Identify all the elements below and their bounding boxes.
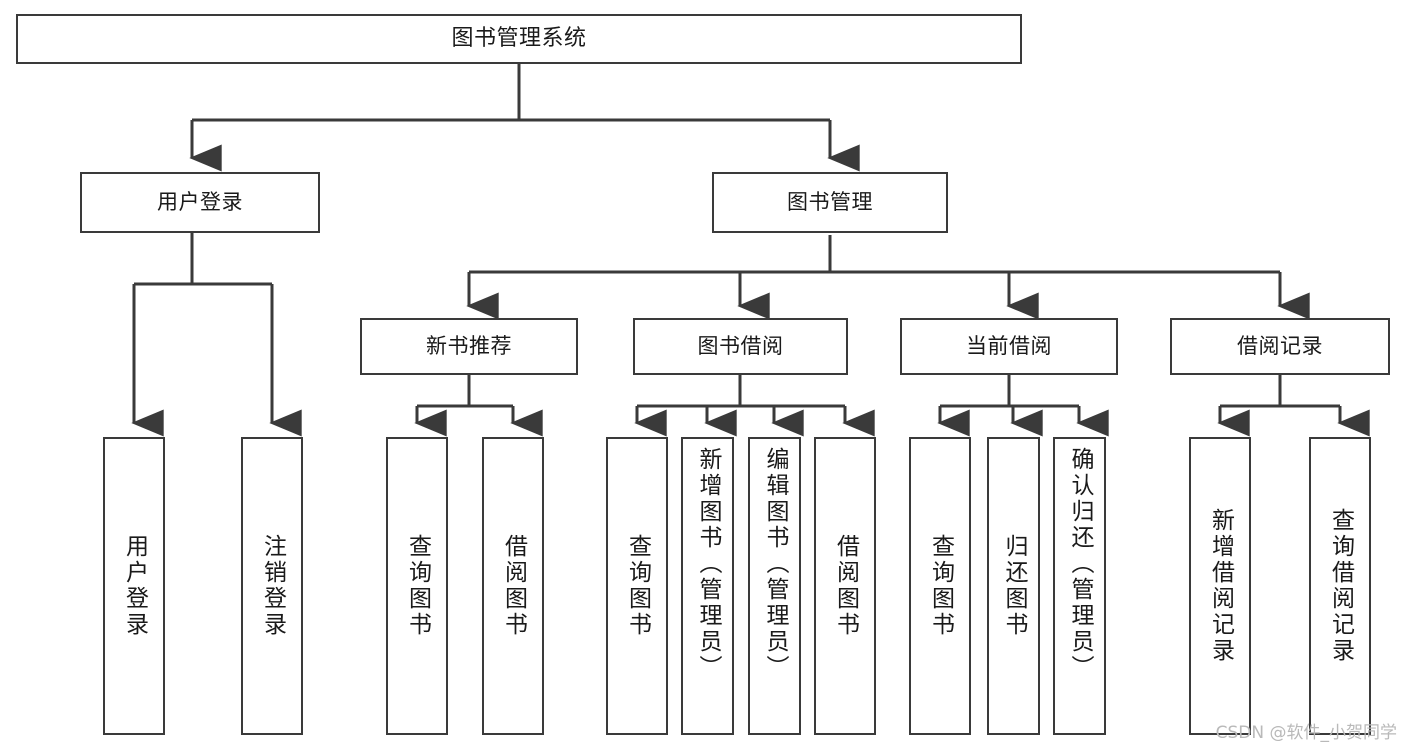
- node-user-login[interactable]: 用户登录: [80, 172, 320, 233]
- leaf-record-query-borrow-record[interactable]: 查询借阅记录: [1309, 437, 1371, 735]
- leaf-book-borrow-borrow-books[interactable]: 借阅图书: [814, 437, 876, 735]
- leaf-book-borrow-query-books[interactable]: 查询图书: [606, 437, 668, 735]
- leaf-current-borrow-confirm-return-admin[interactable]: 确认归还（管理员）: [1053, 437, 1106, 735]
- node-label: 图书管理: [787, 190, 873, 215]
- node-label: 查询图书: [404, 534, 431, 638]
- node-label: 注销登录: [259, 534, 286, 638]
- node-root-book-management-system[interactable]: 图书管理系统: [16, 14, 1022, 64]
- node-label: 新增图书（管理员）: [695, 447, 721, 681]
- node-label: 用户登录: [121, 534, 148, 638]
- leaf-user-login-login[interactable]: 用户登录: [103, 437, 165, 735]
- leaf-book-borrow-add-book-admin[interactable]: 新增图书（管理员）: [681, 437, 734, 735]
- node-book-management[interactable]: 图书管理: [712, 172, 948, 233]
- node-label: 归还图书: [1001, 534, 1027, 638]
- leaf-record-add-borrow-record[interactable]: 新增借阅记录: [1189, 437, 1251, 735]
- leaf-new-book-borrow-books[interactable]: 借阅图书: [482, 437, 544, 735]
- node-label: 图书借阅: [697, 334, 784, 359]
- node-label: 查询借阅记录: [1327, 508, 1354, 664]
- node-borrowing-record[interactable]: 借阅记录: [1170, 318, 1390, 375]
- node-label: 借阅记录: [1237, 334, 1323, 359]
- leaf-new-book-query-books[interactable]: 查询图书: [386, 437, 448, 735]
- leaf-current-borrow-return-books[interactable]: 归还图书: [987, 437, 1040, 735]
- node-label: 确认归还（管理员）: [1067, 447, 1093, 681]
- leaf-current-borrow-query-books[interactable]: 查询图书: [909, 437, 971, 735]
- node-label: 新书推荐: [426, 334, 512, 359]
- node-label: 借阅图书: [832, 534, 859, 638]
- node-book-borrowing[interactable]: 图书借阅: [633, 318, 848, 375]
- node-label: 新增借阅记录: [1207, 508, 1234, 664]
- node-label: 查询图书: [927, 534, 954, 638]
- leaf-user-login-logout[interactable]: 注销登录: [241, 437, 303, 735]
- node-current-borrowing[interactable]: 当前借阅: [900, 318, 1118, 375]
- node-label: 查询图书: [624, 534, 651, 638]
- node-label: 编辑图书（管理员）: [762, 447, 788, 681]
- leaf-book-borrow-edit-book-admin[interactable]: 编辑图书（管理员）: [748, 437, 801, 735]
- node-label: 用户登录: [157, 190, 243, 215]
- node-new-book-recommendation[interactable]: 新书推荐: [360, 318, 578, 375]
- node-label: 当前借阅: [966, 334, 1052, 359]
- node-label: 图书管理系统: [451, 26, 587, 52]
- watermark: CSDN @软件_小贺同学: [1215, 723, 1397, 743]
- node-label: 借阅图书: [500, 534, 527, 638]
